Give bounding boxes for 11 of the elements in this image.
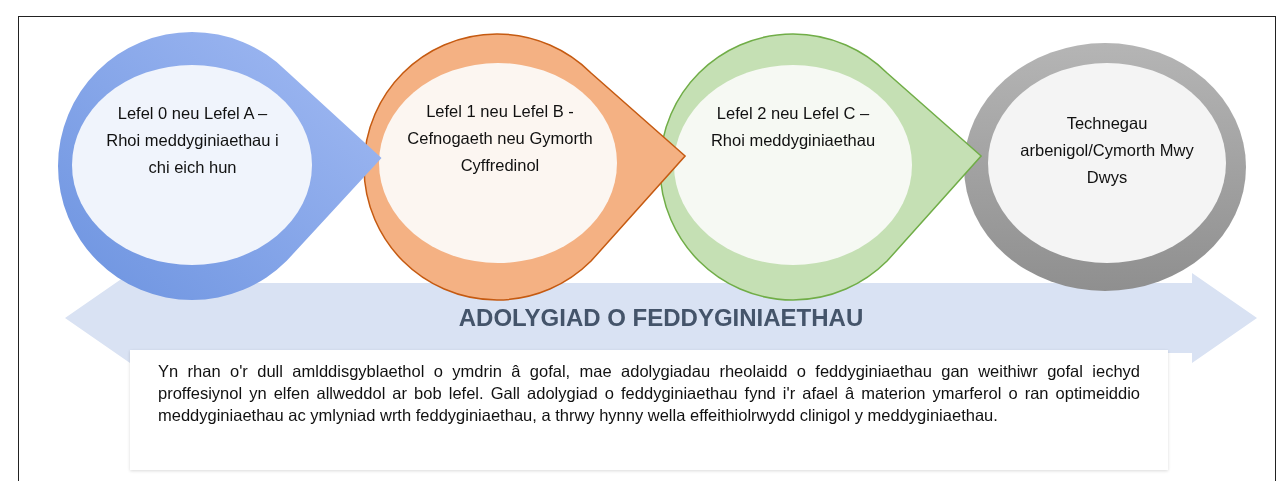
- ring-node: [964, 43, 1246, 291]
- level-label: Lefel 1 neu Lefel B - Cefnogaeth neu Gymorth Cyffredinol: [406, 101, 594, 176]
- band-title: ADOLYGIAD O FEDDYGINIAETHAU: [457, 303, 865, 333]
- text-panel: [130, 350, 1168, 470]
- level-label: Lefel 2 neu Lefel C – Rhoi meddyginiaethau: [709, 103, 877, 151]
- level-label: Technegau arbenigol/Cymorth Mwy Dwys: [1019, 113, 1195, 188]
- teardrop-node: [660, 35, 982, 303]
- teardrop-node: [364, 35, 686, 303]
- level-label: Lefel 0 neu Lefel A – Rhoi meddyginiaethau i chi eich hun: [105, 103, 280, 178]
- teardrop-node: [58, 33, 382, 303]
- description-paragraph: Yn rhan o'r dull amlddisgyblaethol o ymdrin â gofal, mae adolygiadau rheolaidd o feddyginiaethau gan weithiwr gofal iechyd proffesiynol yn elfen allweddol ar bob lefel. Gall adolygiad o feddyginiaethau fynd i'r afael â materion ymarferol o ran optimeiddio meddyginiaethau ac ymlyniad wrth feddyginiaethau, a thrwy hynny wella effeithiolrwydd clinigol y meddyginiaethau.: [158, 361, 1140, 426]
